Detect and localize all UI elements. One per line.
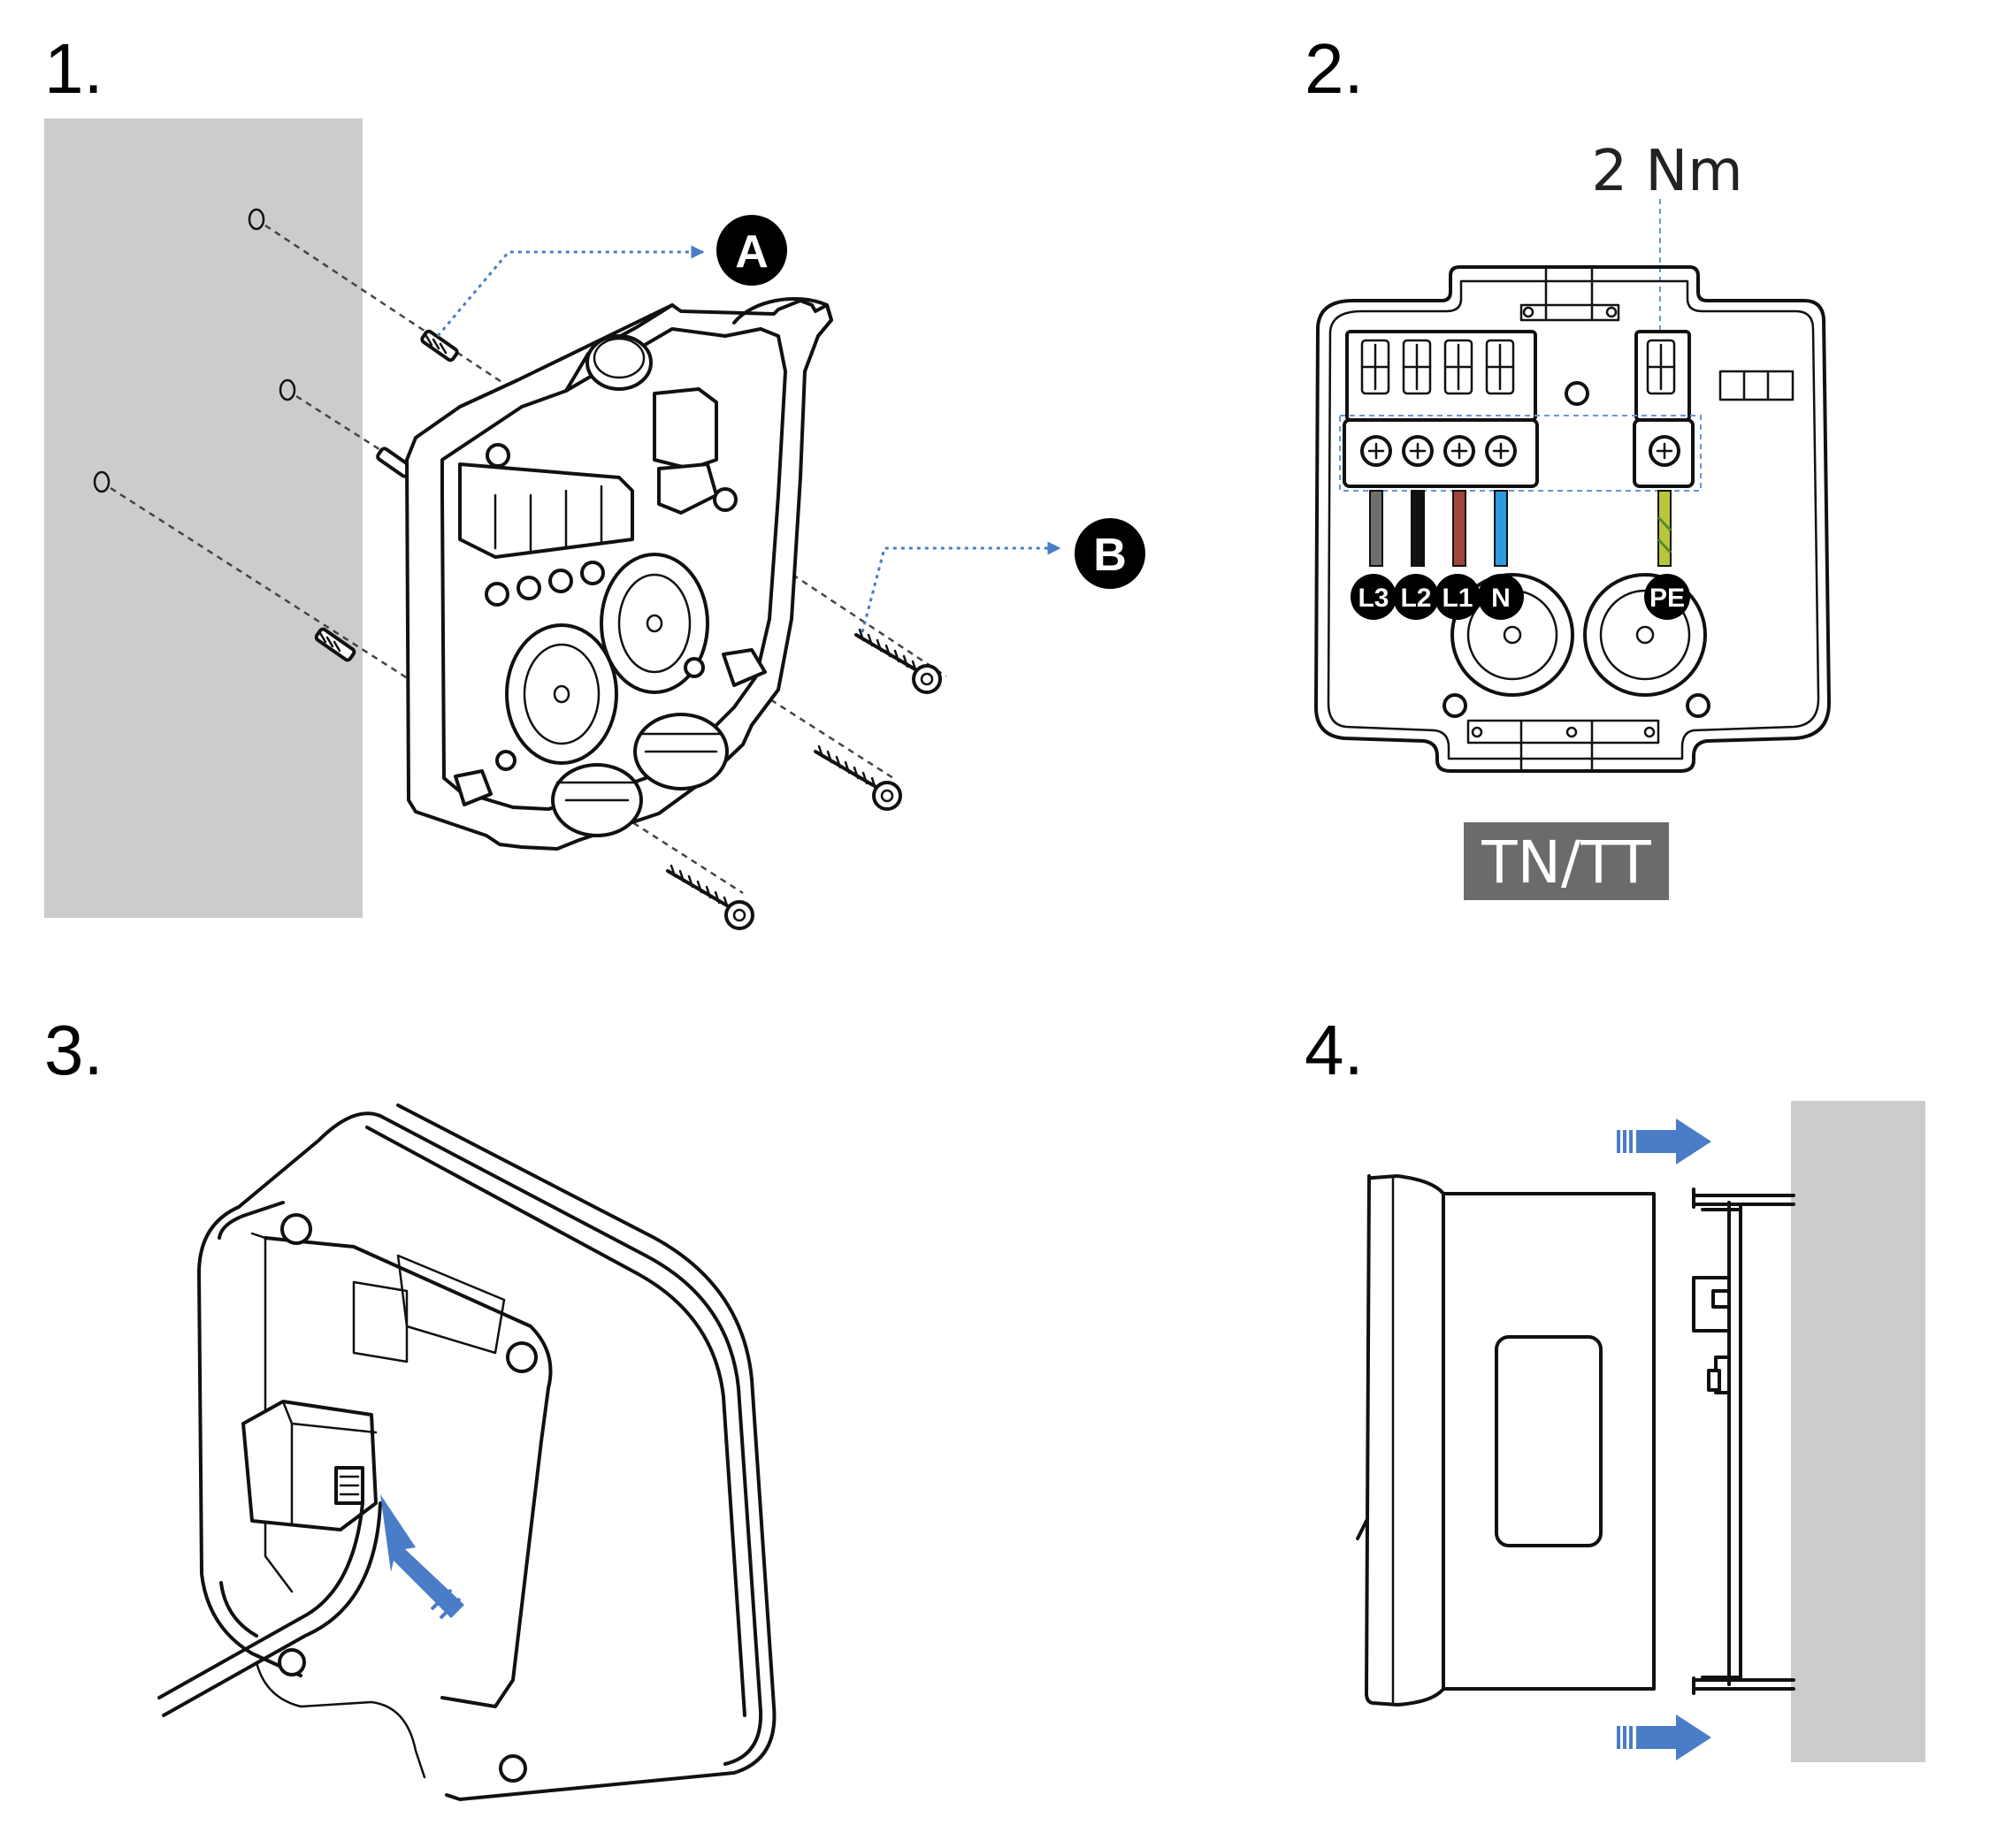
wire-l1 (1452, 490, 1466, 567)
charger-side-view (1356, 1174, 1656, 1707)
callout-b-leader (861, 541, 1061, 633)
wall (1791, 1101, 1925, 1762)
wall-plug (420, 329, 459, 363)
insert-arrow (380, 1494, 464, 1620)
terminal-highlight (1339, 415, 1702, 492)
back-plate-side-view (1692, 1187, 1795, 1695)
network-type-text: TN/TT (1481, 829, 1651, 897)
torque-label: 2 Nm (1591, 139, 1742, 204)
push-arrow (1617, 1119, 1711, 1165)
terminal-labels: L3 L2 L1 N PE (1351, 574, 1690, 620)
alignment-line (110, 486, 744, 895)
callout-a-letter: A (735, 226, 769, 278)
wall (44, 118, 363, 918)
terminal-label-text: L1 (1442, 584, 1473, 613)
callout-a: A (716, 215, 787, 286)
screw (854, 628, 942, 694)
terminal-label-l3: L3 (1351, 574, 1397, 620)
step-1-number: 1. (44, 29, 103, 108)
terminal-screw (1402, 435, 1434, 467)
push-arrow (1617, 1714, 1711, 1760)
wall-hole (248, 208, 265, 231)
terminal-block (1343, 330, 1539, 488)
wire-n (1494, 490, 1508, 567)
step-4-number: 4. (1305, 1011, 1364, 1089)
wire-l3 (1369, 490, 1383, 567)
wall-hole (93, 470, 111, 493)
step-2-number: 2. (1305, 29, 1364, 108)
terminal-label-l2: L2 (1393, 574, 1439, 620)
wall-hole (279, 378, 296, 401)
step-2-panel: 2. 2 Nm (1305, 29, 1831, 900)
step-1-panel: 1. A (44, 29, 1145, 930)
terminal-label-text: L3 (1358, 584, 1389, 613)
callout-b: B (1075, 518, 1145, 589)
terminal-label-n: N (1478, 574, 1524, 620)
terminal-label-pe: PE (1644, 574, 1690, 620)
callout-a-leader (436, 245, 705, 337)
terminal-label-l1: L1 (1435, 574, 1481, 620)
terminal-screw (1443, 435, 1475, 467)
terminal-screw (1649, 435, 1680, 467)
wire-l2 (1411, 490, 1425, 567)
step-3-panel: 3. (44, 1011, 777, 1801)
wire-group (1369, 490, 1672, 567)
wire-stripe (1657, 515, 1672, 554)
terminal-screw (1360, 435, 1392, 467)
terminal-label-text: L2 (1400, 584, 1431, 613)
network-type-badge: TN/TT (1464, 822, 1669, 900)
terminal-label-text: N (1491, 584, 1511, 613)
terminal-screw (1485, 435, 1517, 467)
terminal-label-text: PE (1649, 584, 1685, 613)
callout-b-letter: B (1093, 530, 1127, 581)
screw (666, 864, 754, 930)
step-3-number: 3. (44, 1011, 103, 1089)
charger-back-plate (405, 296, 833, 851)
wire-pe (1657, 490, 1672, 567)
step-4-panel: 4. (1305, 1011, 1925, 1762)
wall-plug (314, 627, 356, 662)
screw (814, 745, 902, 811)
charger-rear-view (157, 1103, 777, 1801)
